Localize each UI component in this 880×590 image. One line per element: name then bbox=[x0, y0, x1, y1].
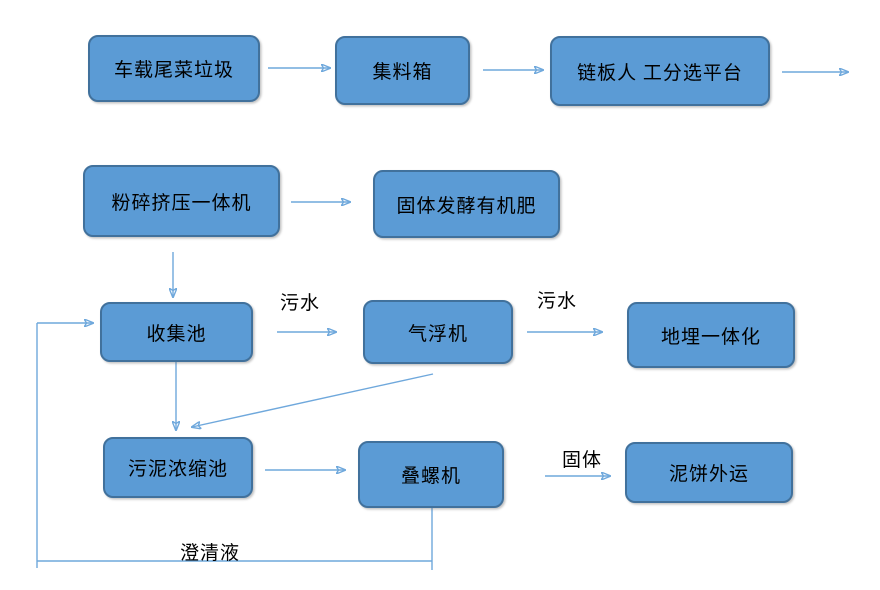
edge-label-sewage-2: 污水 bbox=[537, 291, 578, 312]
box-label: 链板人 工分选平台 bbox=[577, 62, 743, 84]
box-solid-fermentation-organic-fertilizer: 固体发酵有机肥 bbox=[373, 170, 560, 238]
arrow-flotation-to-sludge-pool bbox=[192, 373, 434, 427]
box-collection-pool: 收集池 bbox=[100, 302, 253, 362]
box-crushing-squeezing-machine: 粉碎挤压一体机 bbox=[83, 165, 280, 237]
edge-label-solid: 固体 bbox=[562, 450, 603, 471]
box-label: 粉碎挤压一体机 bbox=[111, 192, 252, 214]
box-label: 收集池 bbox=[146, 323, 207, 345]
edge-label-sewage-1: 污水 bbox=[280, 293, 321, 314]
box-label: 污泥浓缩池 bbox=[127, 459, 228, 480]
box-label: 叠螺机 bbox=[400, 466, 461, 487]
box-label: 固体发酵有机肥 bbox=[396, 195, 537, 217]
box-label: 气浮机 bbox=[407, 323, 468, 345]
box-mud-cake-outward-transport: 泥饼外运 bbox=[625, 442, 793, 503]
box-chain-plate-manual-sorting-platform: 链板人 工分选平台 bbox=[550, 36, 770, 106]
box-label: 地埋一体化 bbox=[660, 326, 761, 348]
box-label: 集料箱 bbox=[372, 62, 433, 83]
box-underground-integrated-unit: 地埋一体化 bbox=[627, 302, 795, 368]
box-label: 泥饼外运 bbox=[668, 464, 749, 485]
box-material-collection-hopper: 集料箱 bbox=[335, 36, 470, 105]
box-stacked-screw-machine: 叠螺机 bbox=[358, 441, 504, 508]
box-label: 车载尾菜垃圾 bbox=[113, 60, 234, 81]
box-vehicle-tail-vegetable-waste: 车载尾菜垃圾 bbox=[88, 35, 260, 102]
box-air-flotation-machine: 气浮机 bbox=[363, 300, 513, 364]
box-sludge-thickening-pool: 污泥浓缩池 bbox=[103, 437, 253, 498]
edge-label-clarified-liquid: 澄清液 bbox=[180, 543, 241, 564]
